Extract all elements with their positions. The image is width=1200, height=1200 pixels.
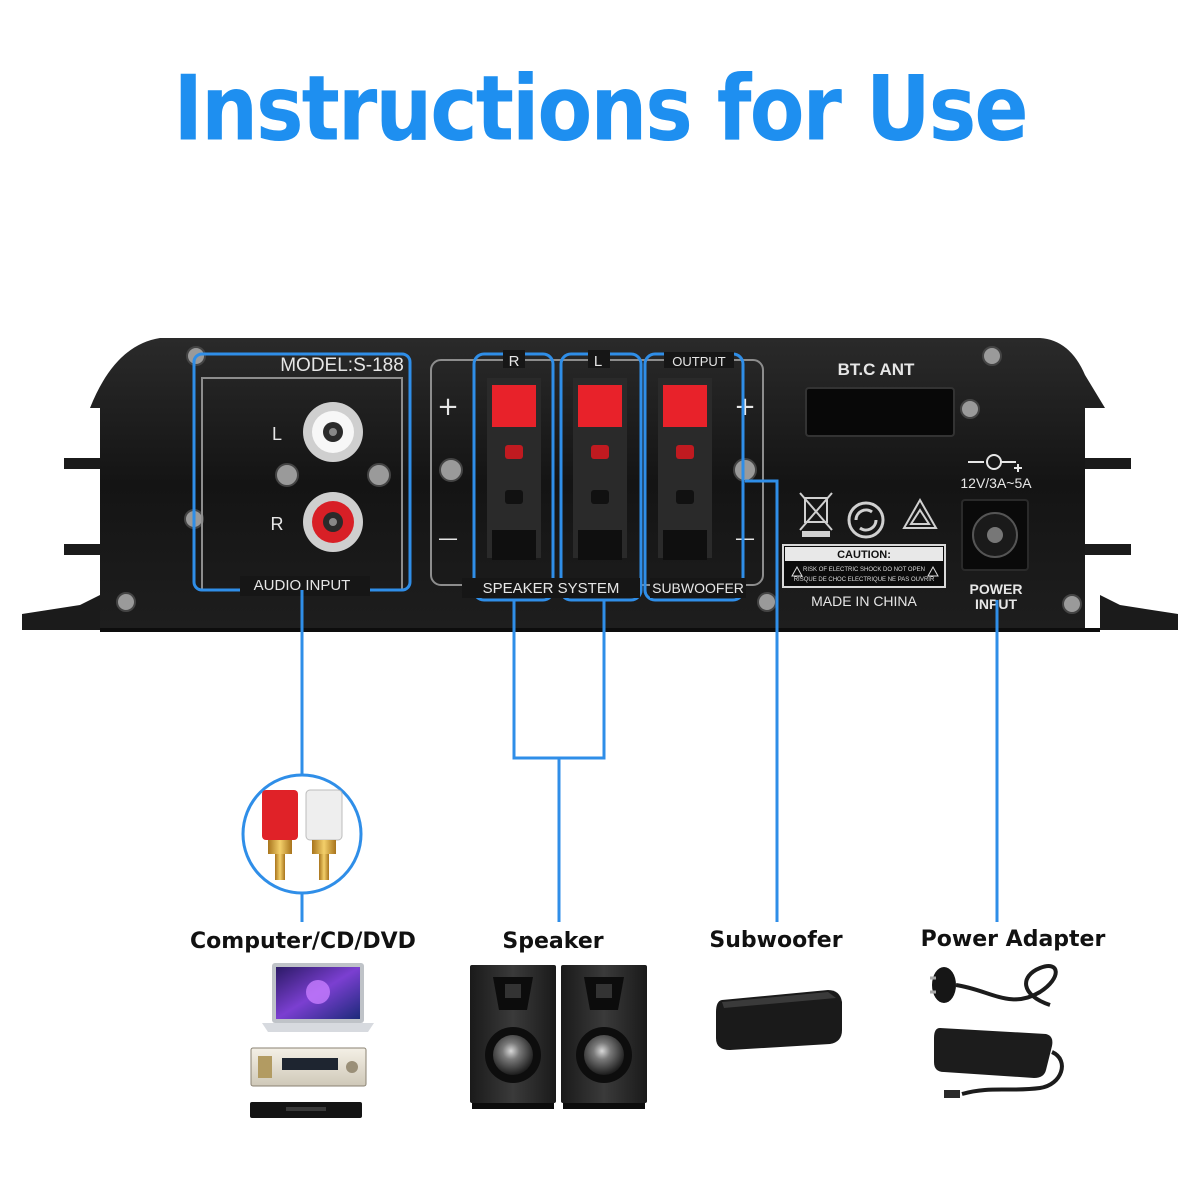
subwoofer-panel-label: SUBWOOFER	[652, 580, 744, 596]
terminal-right	[487, 378, 541, 560]
plus-left-label: +	[437, 392, 459, 422]
plus-right-label: +	[734, 392, 756, 422]
minus-right-label: —	[735, 526, 755, 550]
minus-left-label: —	[438, 526, 458, 550]
rca-plug-callout	[243, 775, 361, 893]
dvd-player-icon	[251, 1048, 366, 1086]
label-computer-cd-dvd: Computer/CD/DVD	[190, 929, 416, 954]
bluray-player-icon	[250, 1102, 362, 1118]
bt-antenna-port	[806, 388, 954, 436]
terminal-left	[573, 378, 627, 560]
voltage-label: 12V/3A~5A	[960, 475, 1032, 491]
rca-jack-right	[303, 492, 363, 552]
caution-line-2: RISQUE DE CHOC ELECTRIQUE NE PAS OUVRIR	[794, 577, 935, 583]
label-speaker: Speaker	[502, 929, 603, 954]
terminal-subwoofer	[658, 378, 712, 560]
caution-label: CAUTION: RISK OF ELECTRIC SHOCK DO NOT O…	[783, 545, 945, 587]
caution-title: CAUTION:	[837, 549, 891, 561]
input-left-label: L	[272, 424, 282, 444]
power-brick-icon	[934, 1028, 1062, 1098]
output-l-label: L	[594, 353, 602, 370]
power-jack	[962, 500, 1028, 570]
label-subwoofer: Subwoofer	[709, 928, 842, 953]
speaker-system-label: SPEAKER SYSTEM	[483, 580, 620, 597]
output-r-label: R	[509, 353, 520, 370]
laptop-icon	[262, 963, 374, 1032]
rca-jack-left	[303, 402, 363, 462]
model-label: MODEL:S-188	[280, 355, 404, 376]
bt-ant-label: BT.C ANT	[838, 360, 915, 379]
input-right-label: R	[271, 514, 284, 534]
speaker-right-icon	[561, 965, 647, 1109]
output-label: OUTPUT	[672, 354, 726, 369]
subwoofer-icon	[716, 990, 842, 1050]
caution-line-1: RISK OF ELECTRIC SHOCK DO NOT OPEN	[803, 567, 925, 573]
label-power-adapter: Power Adapter	[921, 927, 1106, 952]
power-input-label-1: POWER	[970, 581, 1023, 597]
made-in-label: MADE IN CHINA	[811, 593, 917, 609]
power-plug-icon	[930, 966, 1056, 1005]
speaker-left-icon	[470, 965, 556, 1109]
